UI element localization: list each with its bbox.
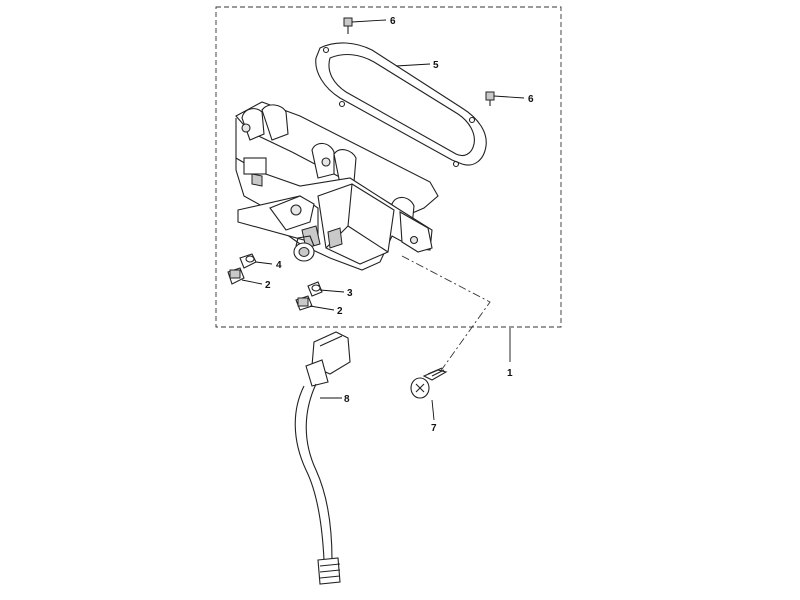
bulb-4 bbox=[239, 253, 257, 269]
bulb-socket-2-upper bbox=[227, 267, 245, 285]
assembly-boundary bbox=[215, 6, 562, 328]
callout-6-top: 6 bbox=[390, 16, 396, 27]
callout-1: 1 bbox=[507, 368, 513, 379]
callout-2-lower: 2 bbox=[337, 306, 343, 317]
screw-6-right bbox=[485, 91, 495, 106]
callout-3: 3 bbox=[347, 288, 353, 299]
meter-housing bbox=[235, 101, 439, 271]
callout-7: 7 bbox=[431, 423, 437, 434]
bulb-socket-2-lower bbox=[295, 295, 313, 311]
meter-lens-cover bbox=[315, 42, 487, 168]
callout-2-upper: 2 bbox=[265, 280, 271, 291]
bulb-3 bbox=[307, 281, 323, 297]
speedometer-cable bbox=[294, 331, 351, 585]
callout-5: 5 bbox=[433, 60, 439, 71]
callout-6-right: 6 bbox=[528, 94, 534, 105]
callout-8: 8 bbox=[344, 394, 350, 405]
screw-6-left bbox=[343, 17, 353, 34]
screw-7 bbox=[410, 367, 448, 399]
callout-4: 4 bbox=[276, 260, 282, 271]
alignment-line bbox=[401, 255, 491, 373]
